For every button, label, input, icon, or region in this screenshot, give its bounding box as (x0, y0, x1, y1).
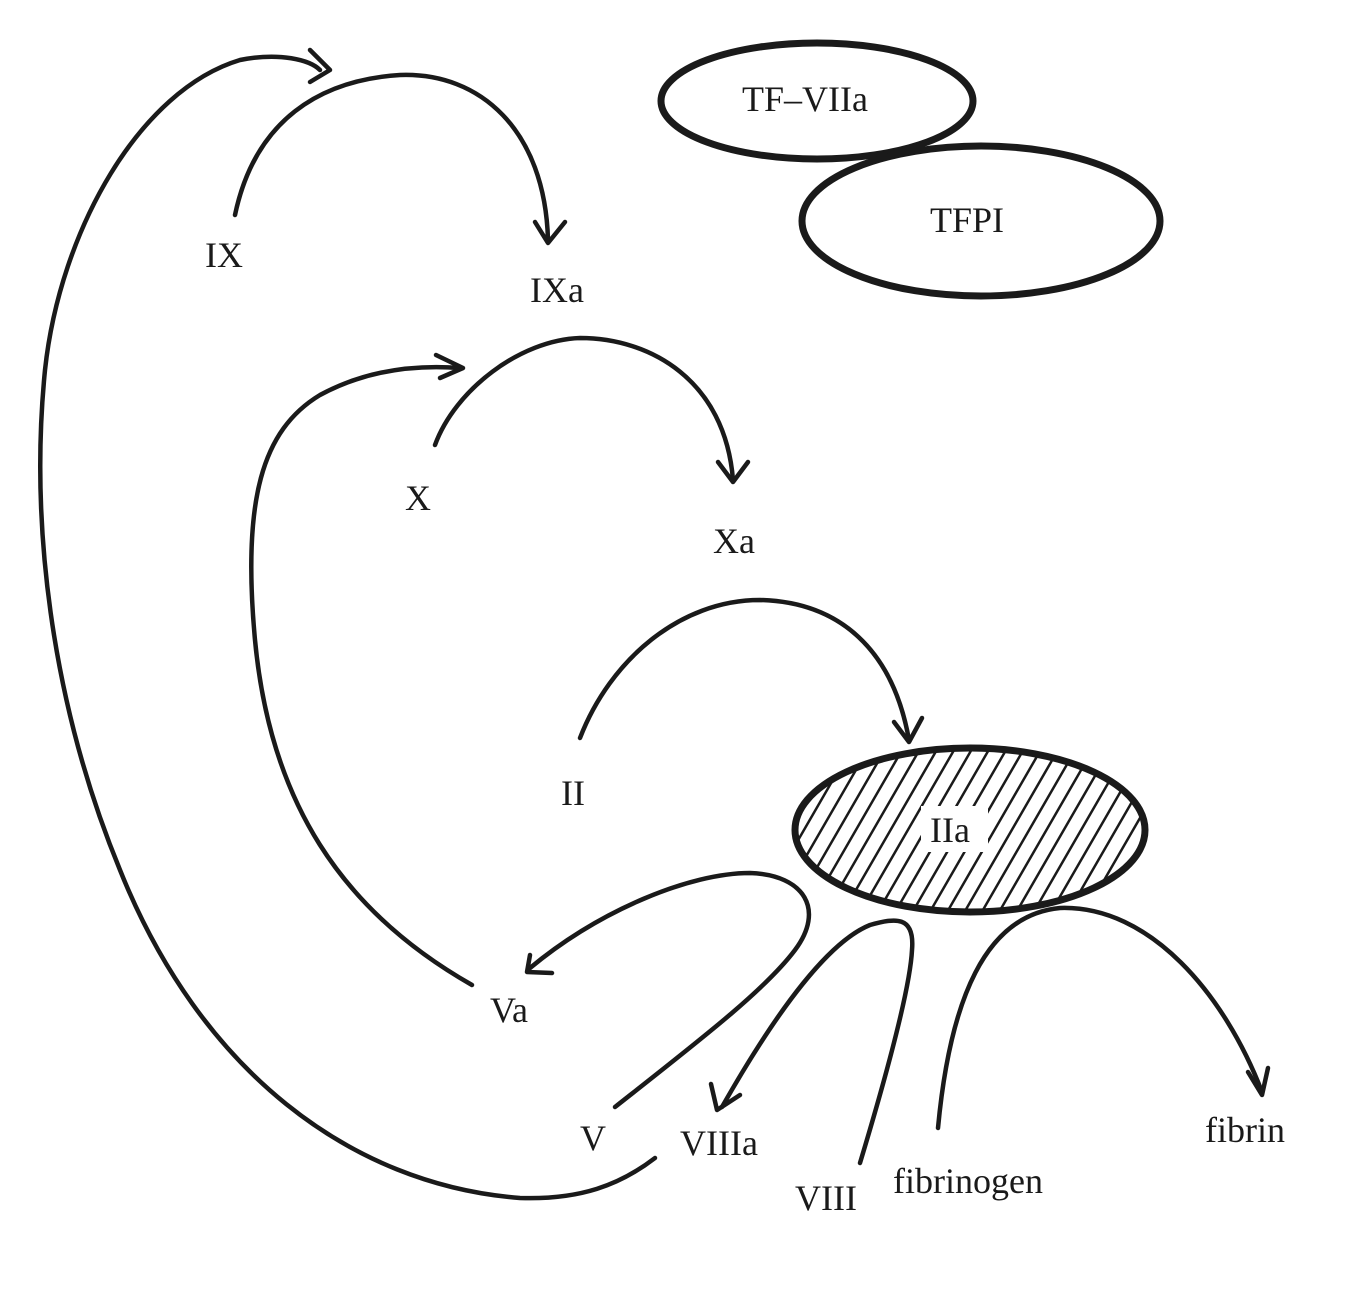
viiia-feedback-arrowhead (307, 47, 333, 85)
fibrinogen-label: fibrinogen (893, 1161, 1043, 1201)
ixa-label: IXa (530, 270, 584, 310)
ixa-arrowhead (532, 219, 568, 246)
xa-arrowhead (715, 459, 751, 485)
viii-label: VIII (795, 1178, 857, 1218)
viiia-feedback-arrow (38, 54, 658, 1201)
viiia-label: VIIIa (680, 1123, 758, 1163)
ix-label: IX (205, 235, 243, 275)
ii-label: II (561, 773, 585, 813)
viii-to-viiia-arrow (719, 918, 915, 1166)
x-to-xa-arrow (432, 335, 736, 483)
x-label: X (405, 478, 431, 518)
v-to-va-arrow (527, 870, 812, 1110)
tfpi-label: TFPI (930, 200, 1004, 240)
tfpi-oval (798, 142, 1164, 300)
viiia-arrowhead (708, 1081, 743, 1113)
va-label: Va (490, 990, 528, 1030)
va-arrowhead (524, 952, 555, 976)
fibrinogen-to-fibrin-arrow (935, 905, 1265, 1131)
iia-label: IIa (930, 810, 970, 850)
va-feedback-arrow (248, 364, 475, 988)
fibrin-arrowhead (1245, 1065, 1271, 1098)
ii-to-iia-arrow (577, 597, 912, 743)
fibrin-label: fibrin (1205, 1110, 1285, 1150)
ix-to-ixa-arrow (232, 72, 551, 243)
va-feedback-arrowhead (433, 352, 466, 381)
xa-label: Xa (713, 521, 755, 561)
iia-arrowhead (891, 715, 925, 745)
v-label: V (580, 1118, 606, 1158)
tf-viia-label: TF–VIIa (742, 79, 868, 119)
tf-viia-oval (657, 39, 977, 163)
iia-label-box (921, 806, 988, 852)
